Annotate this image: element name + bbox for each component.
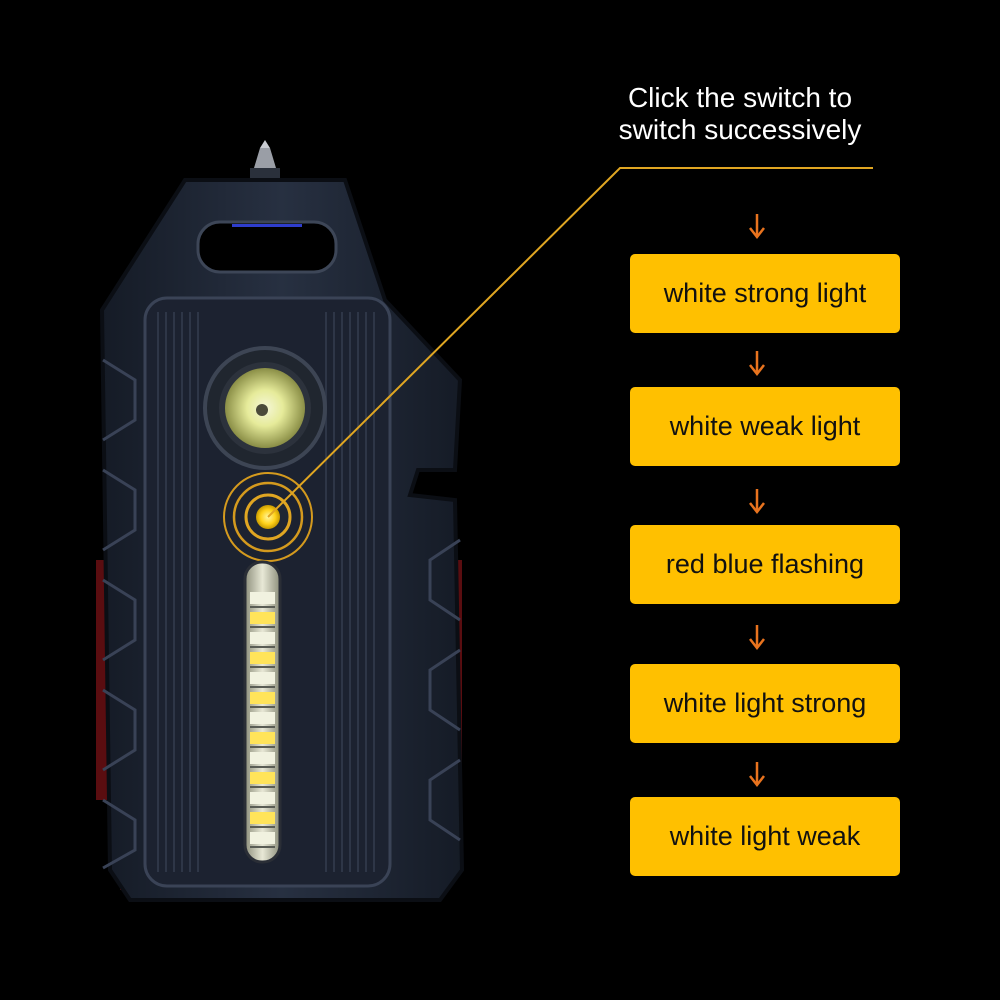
led-cell bbox=[250, 752, 275, 764]
mode-label: white weak light bbox=[630, 387, 900, 466]
led-cell bbox=[250, 792, 275, 804]
instruction-line-1: Click the switch to bbox=[627, 82, 853, 113]
led-cell bbox=[250, 672, 275, 684]
arrow-down-icon bbox=[749, 625, 765, 651]
instruction-line-2: switch successively bbox=[618, 114, 862, 145]
mode-label: red blue flashing bbox=[630, 525, 900, 604]
leader-line bbox=[267, 167, 873, 518]
led-cell bbox=[250, 772, 275, 784]
mode-sequence: white strong light white weak light red … bbox=[630, 0, 900, 1000]
led-cell bbox=[250, 812, 275, 824]
led-cell bbox=[250, 712, 275, 724]
led-cell bbox=[250, 692, 275, 704]
arrow-down-icon bbox=[749, 214, 765, 240]
instruction-text: Click the switch to switch successively bbox=[560, 82, 920, 146]
arrow-down-icon bbox=[749, 762, 765, 788]
arrow-down-icon bbox=[749, 351, 765, 377]
grip-ridges-right bbox=[428, 538, 461, 842]
mode-label: white light weak bbox=[630, 797, 900, 876]
panel-ribs bbox=[157, 312, 375, 872]
led-cell bbox=[250, 592, 275, 604]
led-cell bbox=[250, 632, 275, 644]
mode-label: white light strong bbox=[630, 664, 900, 743]
led-lens-icon bbox=[203, 346, 327, 470]
mode-label: white strong light bbox=[630, 254, 900, 333]
grip-ridges-left bbox=[102, 358, 137, 870]
led-cell bbox=[250, 612, 275, 624]
led-strip bbox=[243, 560, 282, 864]
keyring-slot bbox=[196, 220, 338, 274]
led-cell bbox=[250, 732, 275, 744]
arrow-down-icon bbox=[749, 489, 765, 515]
led-cell bbox=[250, 652, 275, 664]
led-cell bbox=[250, 832, 275, 844]
